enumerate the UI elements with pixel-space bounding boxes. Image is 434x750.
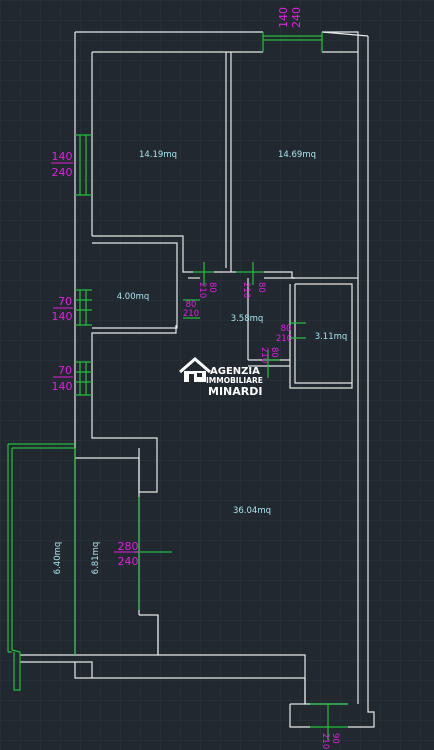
dim-french-h: 240: [118, 555, 139, 568]
window-left-3: [75, 361, 92, 396]
dim-window1-w: 140: [52, 150, 73, 163]
door-small-room: [183, 299, 200, 319]
area-label-bath: 3.11mq: [315, 332, 348, 342]
area-label-hall: 3.58mq: [231, 314, 264, 324]
dim-door-bath2-w: 80: [269, 347, 279, 358]
dim-door-bath2-h: 210: [259, 347, 269, 363]
openings: [7, 32, 348, 740]
logo-line-3: MINARDI: [208, 385, 262, 398]
dim-door-bath-h: 210: [276, 334, 292, 344]
window-left-1: [75, 134, 92, 196]
balcony-rail: [7, 443, 75, 653]
dim-door-b-w: 80: [256, 282, 266, 293]
dim-window3-h: 140: [52, 380, 73, 393]
dim-top-window-w: 140: [277, 7, 290, 28]
area-label-living: 36.04mq: [233, 506, 271, 516]
entry-door: [310, 703, 348, 740]
dim-entry-h: 210: [320, 733, 330, 749]
dim-door-a-w: 80: [207, 282, 217, 293]
area-label-bedroom-right: 14.69mq: [278, 150, 316, 160]
window-left-2: [75, 289, 92, 326]
walls: [20, 31, 375, 728]
hall-living-wall: [91, 325, 177, 493]
french-window: [134, 497, 172, 610]
outer-wall-top-b: [322, 31, 359, 55]
dim-window1-h: 240: [52, 166, 73, 179]
bedroom-left-bottom-a: [92, 235, 193, 273]
logo-line-2: IMMOBILIARE: [206, 376, 263, 385]
area-label-bedroom-left: 14.19mq: [139, 150, 177, 160]
entry-wall-left: [289, 704, 310, 728]
area-label-small-room: 4.00mq: [117, 292, 150, 302]
dim-door-bath-w: 80: [281, 324, 292, 334]
area-label-balcony: 6.40mq: [53, 542, 63, 575]
dim-window3-w: 70: [58, 364, 72, 377]
agency-logo: AGENZIA IMMOBILIARE MINARDI: [179, 357, 263, 398]
dim-french-w: 280: [118, 540, 139, 553]
door-bath: [290, 322, 306, 339]
dim-door-small-w: 80: [186, 300, 197, 310]
dim-door-b-h: 210: [241, 282, 251, 298]
bedroom-right-bottom: [264, 271, 358, 279]
top-window: [262, 32, 323, 52]
door-b: [236, 262, 264, 285]
outer-wall-right-outer: [348, 36, 375, 728]
logo-line-1: AGENZIA: [210, 366, 260, 377]
dim-window2-w: 70: [58, 295, 72, 308]
dim-door-small-h: 210: [183, 309, 199, 319]
area-label-terrace: 6.81mq: [91, 542, 101, 575]
house-icon: [179, 357, 211, 382]
small-room-walls: [92, 242, 178, 329]
dim-entry-w: 90: [330, 733, 340, 744]
dim-top-window-h: 240: [290, 7, 303, 28]
dim-window2-h: 140: [52, 310, 73, 323]
bath-walls: [289, 283, 353, 389]
dim-door-a-h: 210: [197, 282, 207, 298]
door-bath-2: [262, 350, 280, 378]
door-a: [193, 262, 214, 285]
